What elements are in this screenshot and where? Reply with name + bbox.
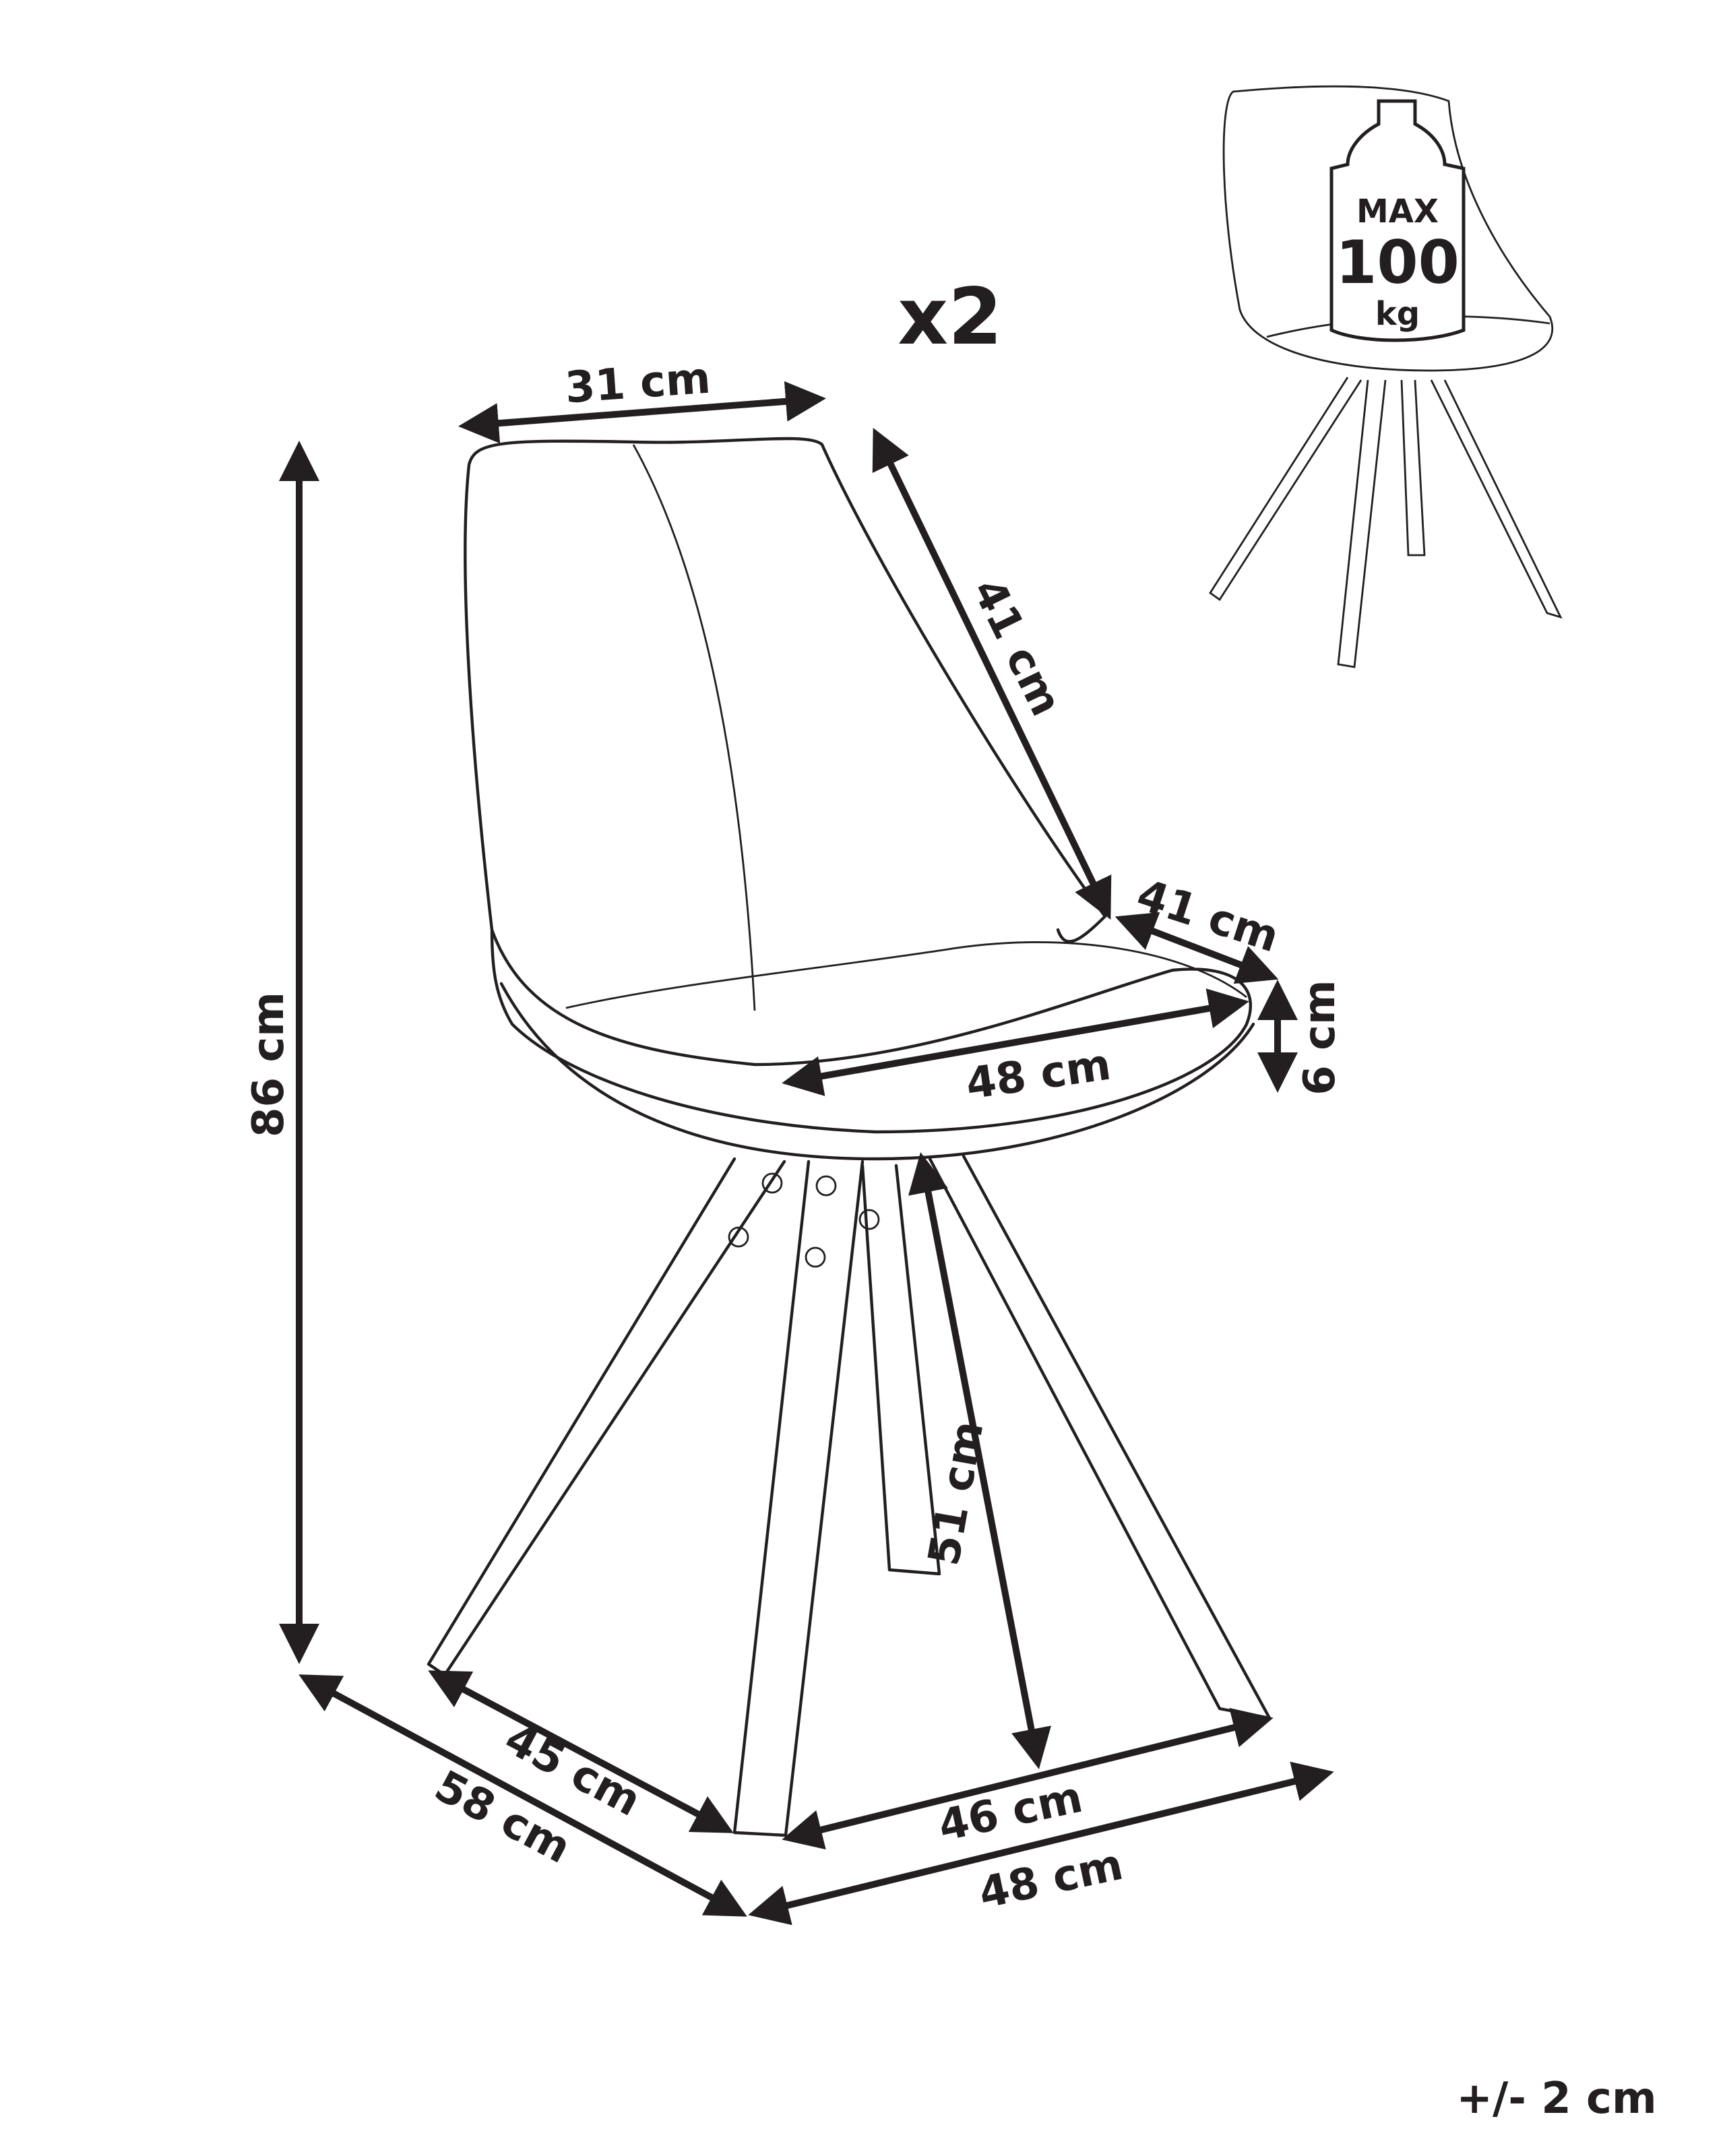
screw-hole [728,1226,749,1248]
dim-arrow-backrest-width [458,381,826,444]
seat-cushion [565,941,1247,1009]
dim-arrow-total-width [748,1761,1334,1926]
screw-hole [805,1246,826,1268]
label-seat-height: 51 cm [919,1418,993,1570]
dim-arrow-seat-height [908,1152,1052,1769]
label-seat-thickness: 6 cm [1295,980,1345,1095]
chair-drawing [427,437,1272,1837]
dim-arrow-seat-width [782,988,1249,1096]
dim-arrow-backrest-height [872,427,1112,920]
label-backrest-width: 31 cm [563,354,712,414]
screw-hole [858,1209,880,1230]
dimension-lines [279,381,1334,1926]
weight-icon [1329,99,1466,342]
max-load-value: 100 [1336,228,1460,297]
max-load-unit: kg [1375,295,1420,333]
screw-hole [761,1172,783,1194]
label-total-height: 86 cm [244,992,294,1137]
dim-arrow-seat-depth [1115,912,1279,984]
max-load-label: MAX [1356,193,1439,230]
quantity-label: x2 [898,272,1003,362]
chair-backrest [464,437,1107,943]
tolerance-note: +/- 2 cm [1456,2074,1656,2124]
max-load-thumbnail: MAX 100 kg [1209,85,1563,668]
leg-front-left [427,1157,786,1677]
dim-arrow-total-depth [299,1674,747,1917]
leg-front-center [732,1160,865,1837]
backrest-seam [632,444,756,1011]
screw-hole [815,1175,837,1197]
